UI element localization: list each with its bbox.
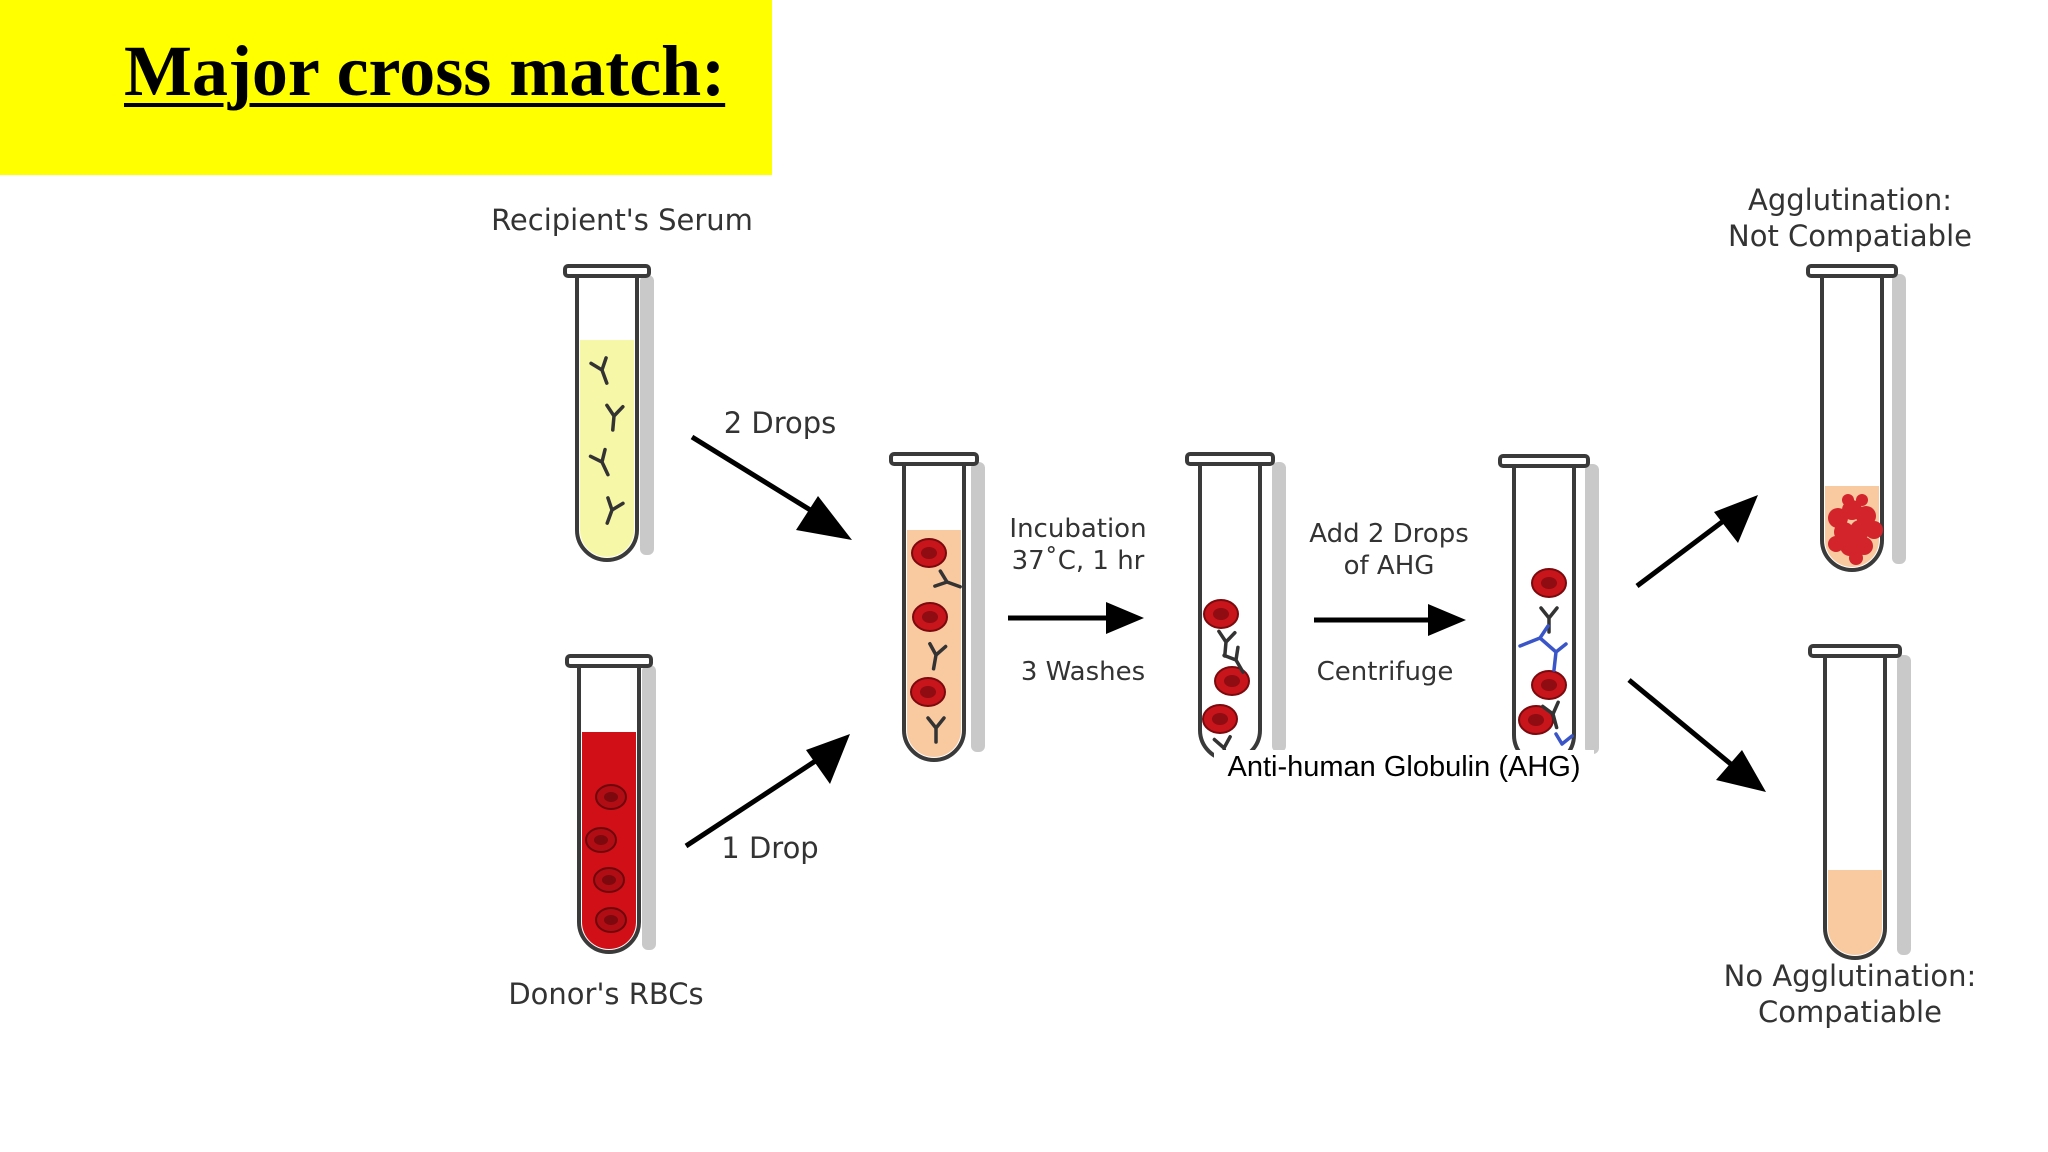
agglutination-line-2: Not Compatiable (1728, 219, 1972, 253)
red-blood-cell-icon (585, 784, 627, 933)
incubation-line-1: Incubation (1009, 514, 1147, 544)
compatible-fill (1828, 870, 1882, 955)
arrow-icon (1627, 678, 1766, 792)
ahg-caption: Anti-human Globulin (AHG) (1214, 750, 1594, 784)
recipient-serum-label: Recipient's Serum (491, 203, 753, 237)
add-ahg-label: Add 2 Drops of AHG (1294, 518, 1484, 582)
add-ahg-line-2: of AHG (1343, 551, 1435, 581)
slide-title: Major cross match: (124, 31, 726, 111)
washed-tube (1185, 452, 1286, 765)
no-agglutination-label: No Agglutination: Compatiable (1690, 958, 2010, 1030)
two-drops-label: 2 Drops (723, 406, 837, 440)
red-blood-cell-icon (1518, 568, 1567, 735)
arrow-icon (690, 434, 852, 540)
red-blood-cell-icon (1202, 599, 1250, 734)
one-drop-label: 1 Drop (721, 831, 819, 865)
ahg-antibody-icon (1518, 624, 1574, 746)
donor-rbc-tube (565, 654, 656, 954)
title-band (0, 0, 772, 175)
incubation-line-2: 37˚C, 1 hr (1011, 546, 1145, 576)
ahg-tube (1498, 454, 1599, 767)
arrow-icon (1635, 495, 1758, 588)
mixture-tube (889, 452, 985, 762)
red-blood-cell-icon (910, 538, 948, 707)
recipient-serum-tube (563, 264, 654, 562)
arrow-icon (1314, 604, 1466, 636)
no-agglutination-tube (1808, 644, 1911, 960)
add-ahg-line-1: Add 2 Drops (1309, 519, 1469, 549)
centrifuge-label: Centrifuge (1316, 657, 1454, 687)
donor-rbcs-label: Donor's RBCs (508, 977, 704, 1011)
no-agglutination-line-2: Compatiable (1758, 995, 1942, 1029)
agglutination-tube (1806, 264, 1906, 572)
agglutinated-cells-icon (1828, 494, 1883, 565)
serum-fill (580, 340, 634, 557)
arrow-icon (1008, 602, 1144, 634)
arrow-icon (684, 734, 850, 849)
incubation-label: Incubation 37˚C, 1 hr (990, 513, 1166, 577)
no-agglutination-line-1: No Agglutination: (1723, 959, 1977, 993)
three-washes-label: 3 Washes (1020, 657, 1146, 687)
agglutination-label: Agglutination: Not Compatiable (1690, 182, 2010, 254)
agglutination-line-1: Agglutination: (1748, 183, 1952, 217)
